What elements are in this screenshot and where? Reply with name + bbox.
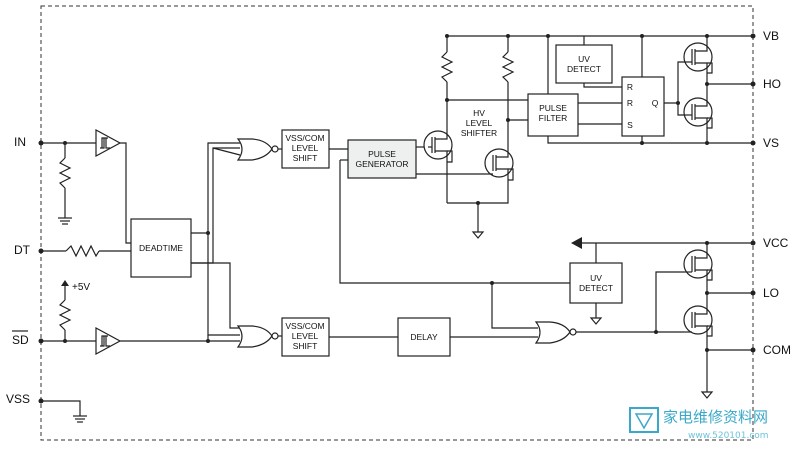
pin-vcc-label: VCC [763, 236, 789, 250]
hv-label-line1: HV [473, 108, 485, 118]
plus5v-label: +5V [72, 282, 90, 293]
hv-mosfet-1 [423, 128, 453, 163]
sd-schmitt-buffer [95, 326, 208, 356]
pin-ho-label: HO [763, 77, 781, 91]
delay-label: DELAY [410, 332, 438, 342]
delay-block: DELAY [397, 317, 451, 357]
pin-lo-label: LO [763, 286, 779, 300]
pin-com: COM [750, 343, 791, 357]
uv-detect-top-line2: DETECT [567, 64, 601, 74]
level-shift-bottom-line1: VSS/COM [285, 321, 324, 331]
pin-dt: DT [14, 243, 131, 258]
pulse-filter-line1: PULSE [539, 103, 567, 113]
deadtime-label: DEADTIME [139, 243, 183, 253]
top-nor-gate [236, 138, 282, 161]
level-shift-top-line3: SHIFT [293, 153, 318, 163]
uv-detect-bottom-block: UV DETECT [569, 262, 623, 304]
level-shift-bottom-line3: SHIFT [293, 341, 318, 351]
lo-mosfet-high [683, 243, 713, 293]
pulse-filter-line2: FILTER [539, 113, 568, 123]
pin-ho: HO [750, 77, 781, 91]
hv-label-line2: LEVEL [466, 118, 493, 128]
level-shift-bottom-line2: LEVEL [292, 331, 319, 341]
pulse-filter-block: PULSE FILTER [527, 93, 579, 137]
pin-lo: LO [750, 286, 779, 300]
pin-vss: VSS [6, 392, 87, 423]
hv-mosfet-2 [484, 148, 514, 181]
level-shift-bottom-block: VSS/COM LEVEL SHIFT [281, 317, 330, 357]
uv-detect-bottom-line1: UV [590, 273, 602, 283]
ho-mosfet-high [683, 36, 713, 84]
watermark: 家电维修资料网 www.520101.com [629, 407, 769, 441]
pin-in-label: IN [14, 135, 26, 149]
latch-r1: R [627, 82, 633, 92]
pin-vb: VB [750, 29, 779, 43]
watermark-url: www.520101.com [688, 431, 769, 441]
pulse-generator-block: PULSE GENERATOR [347, 139, 417, 179]
level-shift-top-line2: LEVEL [292, 143, 319, 153]
pin-com-label: COM [763, 343, 791, 357]
pin-vcc: VCC [750, 236, 789, 250]
in-schmitt-buffer [95, 128, 131, 244]
uv-detect-bottom-line2: DETECT [579, 283, 613, 293]
pin-dt-label: DT [14, 243, 31, 257]
uv-detect-top-line1: UV [578, 54, 590, 64]
watermark-text: 家电维修资料网 [663, 408, 768, 426]
pin-vss-label: VSS [6, 392, 30, 406]
hv-level-shifter-label: HV LEVEL SHIFTER [461, 108, 497, 138]
pin-sd-label: SD [12, 333, 29, 347]
pin-vb-label: VB [763, 29, 779, 43]
pin-vs: VS [750, 136, 779, 150]
watermark-logo-icon [629, 407, 659, 433]
low-side-nor-gate [534, 321, 577, 344]
pin-vs-label: VS [763, 136, 779, 150]
uv-detect-top-block: UV DETECT [555, 44, 613, 84]
rs-latch: R R S Q [621, 76, 665, 137]
ic-boundary [40, 5, 754, 441]
pulse-generator-line1: PULSE [368, 149, 396, 159]
pulse-generator-line2: GENERATOR [355, 159, 408, 169]
pin-in: IN [14, 135, 96, 225]
bottom-nor-gate [236, 325, 282, 348]
level-shift-top-block: VSS/COM LEVEL SHIFT [281, 129, 330, 169]
level-shift-top-line1: VSS/COM [285, 133, 324, 143]
latch-s: S [627, 120, 633, 130]
ho-mosfet-low [683, 84, 713, 143]
pin-sd: SD +5V [12, 280, 96, 347]
lo-mosfet-low [683, 293, 713, 350]
latch-q: Q [652, 98, 659, 108]
hv-label-line3: SHIFTER [461, 128, 497, 138]
deadtime-block: DEADTIME [130, 218, 192, 278]
latch-r2: R [627, 98, 633, 108]
